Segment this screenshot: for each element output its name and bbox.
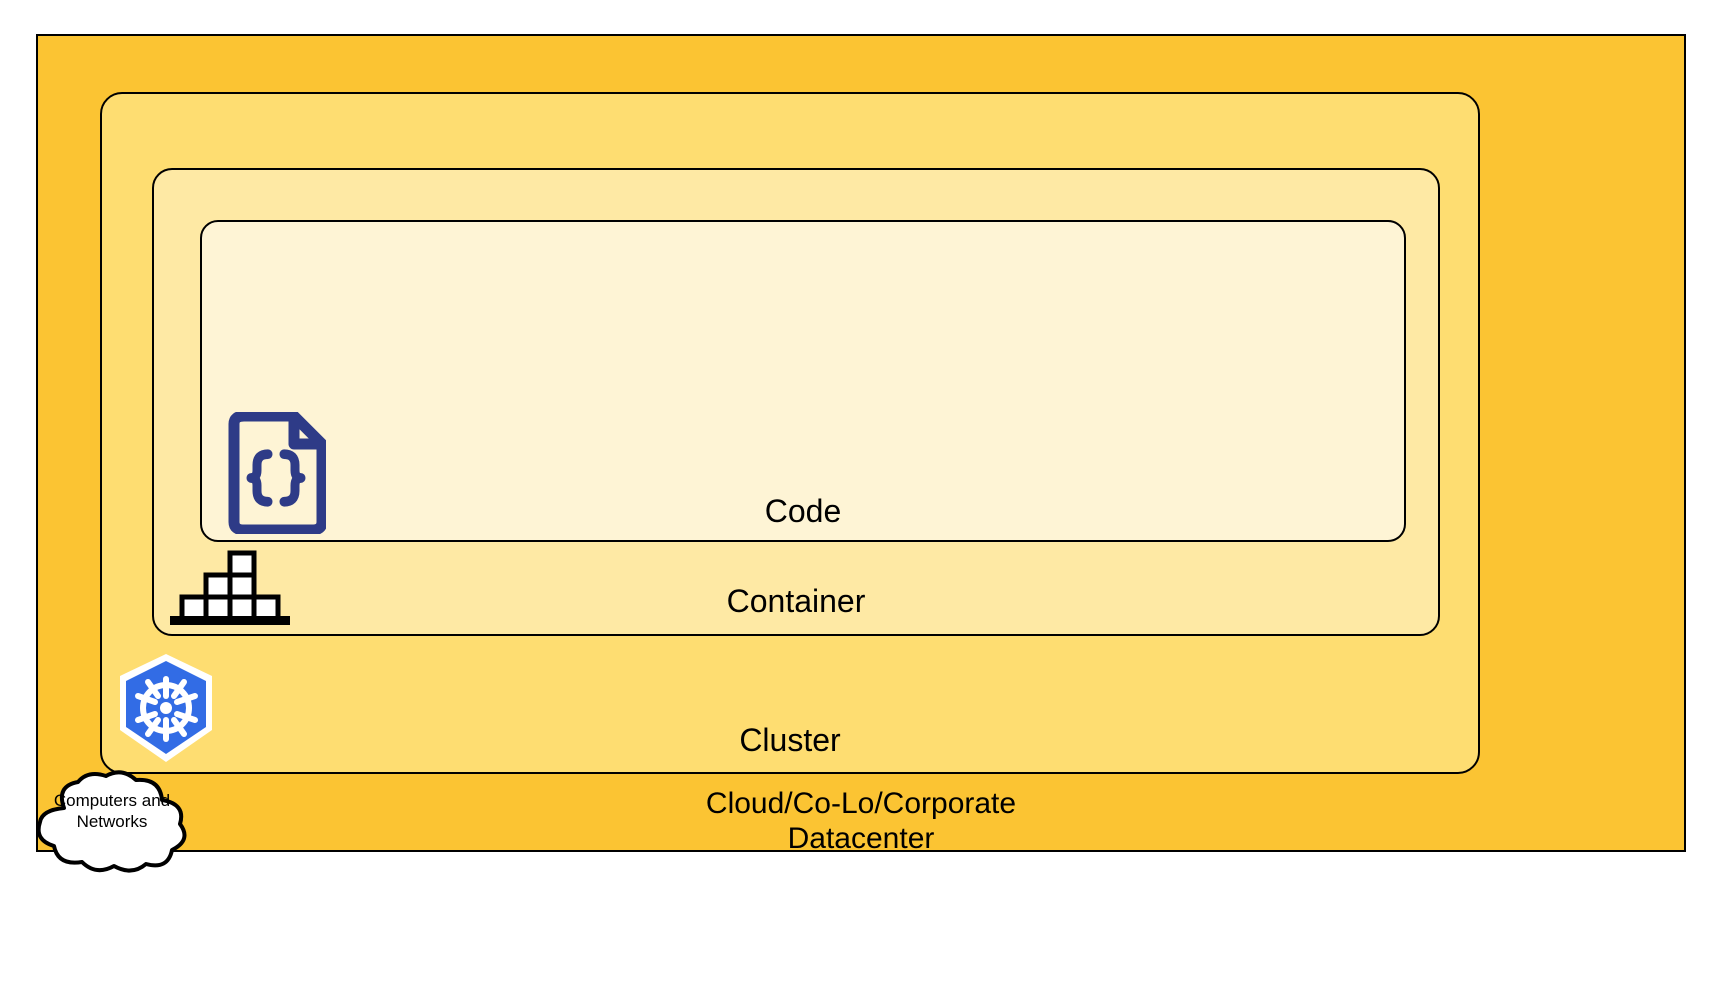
kubernetes-icon xyxy=(112,652,220,764)
layer-label-code: Code xyxy=(764,493,842,529)
layer-label-cluster: Cluster xyxy=(739,722,841,758)
layer-code[interactable] xyxy=(200,220,1406,542)
layer-label-datacenter: Cloud/Co-Lo/Corporate Datacenter xyxy=(705,787,1017,856)
computers-and-networks-cloud[interactable] xyxy=(26,770,198,874)
layer-label-container: Container xyxy=(726,583,866,619)
container-stack-icon xyxy=(168,550,292,626)
code-document-icon xyxy=(222,410,328,536)
